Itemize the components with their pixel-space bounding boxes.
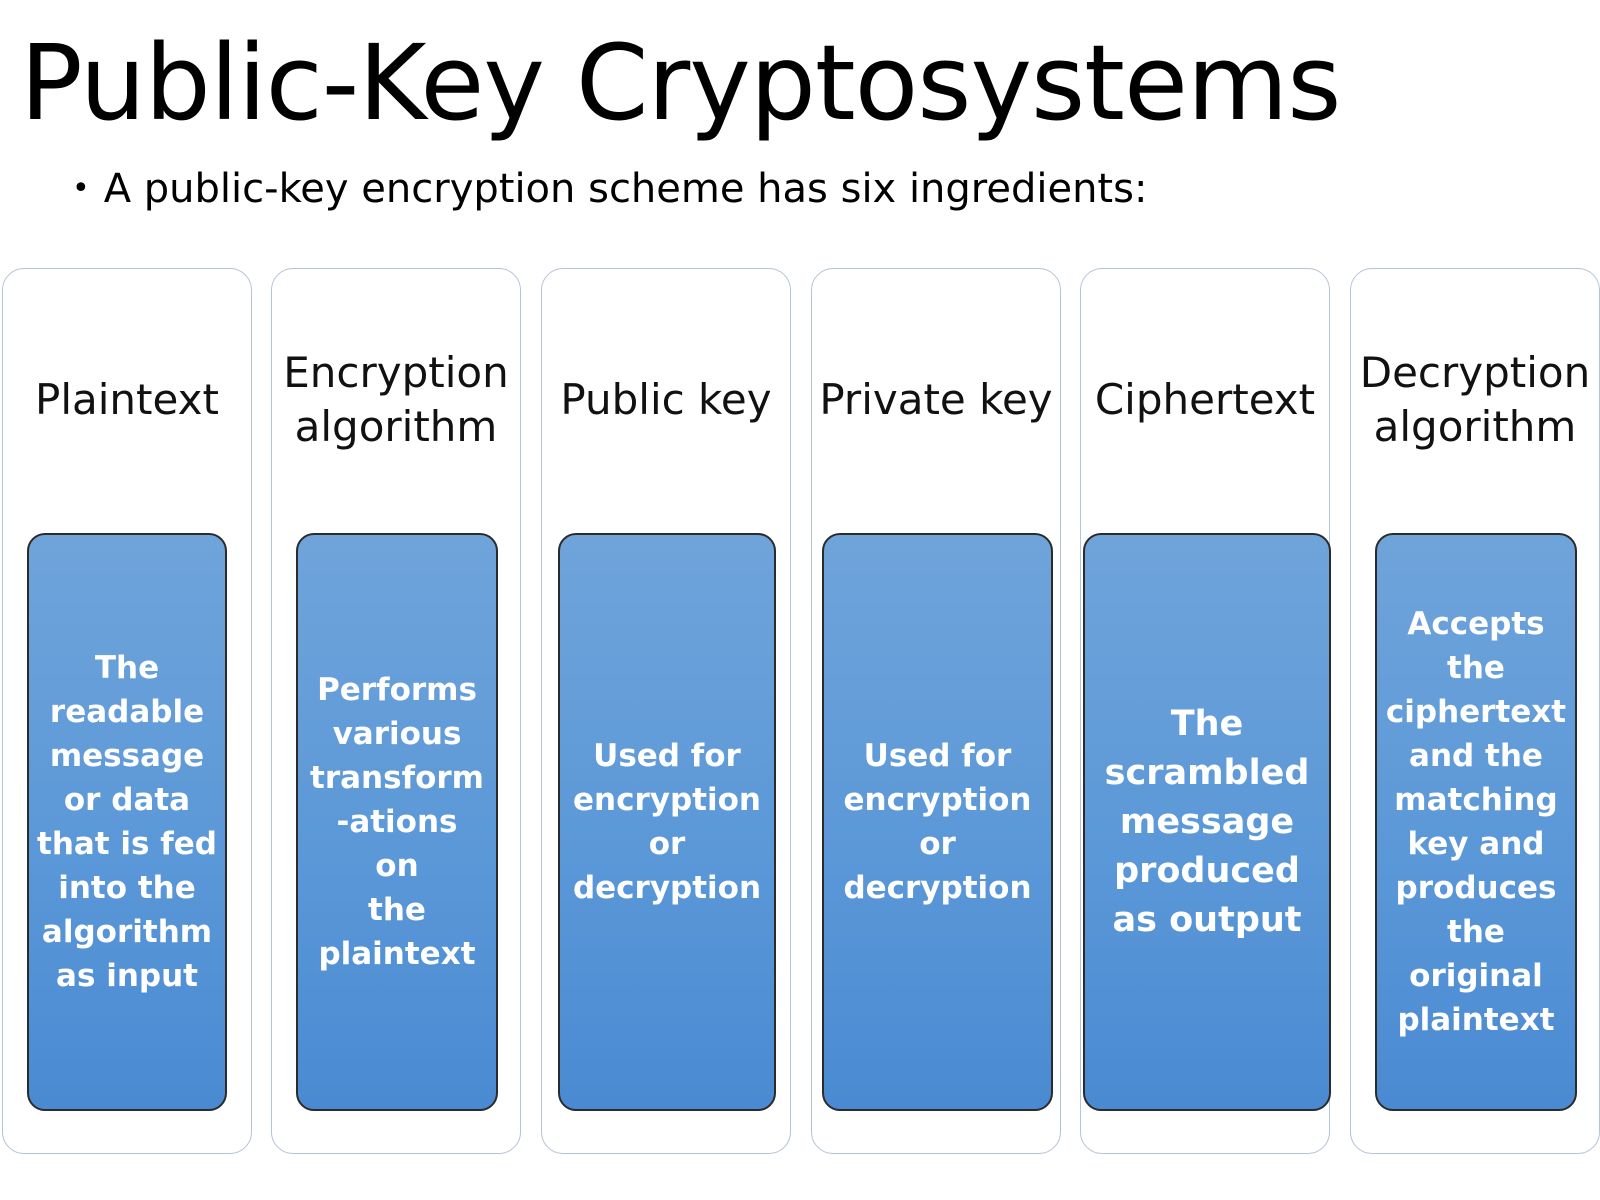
ingredient-description: The readable message or data that is fed… — [37, 650, 217, 994]
ingredient-column-private-key: Private key Used for encryption or decry… — [811, 268, 1061, 1154]
ingredient-description: Used for encryption or decryption — [572, 738, 762, 906]
slide-title: Public-Key Cryptosystems — [20, 22, 1341, 144]
ingredient-column-public-key: Public key Used for encryption or decryp… — [541, 268, 791, 1154]
ingredient-name: Ciphertext — [1094, 375, 1316, 424]
ingredient-description-box: Accepts the ciphertext and the matching … — [1375, 533, 1577, 1111]
ingredient-description-box: Used for encryption or decryption — [822, 533, 1053, 1111]
ingredient-column-ciphertext: Ciphertext The scrambled message produce… — [1080, 268, 1331, 1154]
ingredient-description-box: Performs various transform -ations on th… — [296, 533, 498, 1111]
ingredient-description-box: The readable message or data that is fed… — [27, 533, 227, 1111]
ingredient-description: The scrambled message produced as output — [1104, 703, 1310, 940]
ingredient-description: Performs various transform -ations on th… — [310, 672, 484, 972]
ingredient-description: Used for encryption or decryption — [843, 738, 1032, 906]
ingredient-name: Private key — [819, 375, 1053, 424]
ingredient-column-plaintext: Plaintext The readable message or data t… — [2, 268, 252, 1154]
ingredient-description: Accepts the ciphertext and the matching … — [1385, 606, 1567, 1038]
ingredient-description-box: Used for encryption or decryption — [558, 533, 776, 1111]
bullet-dot-icon: • — [72, 171, 90, 206]
ingredient-name: Public key — [560, 375, 772, 424]
ingredients-diagram: Plaintext The readable message or data t… — [2, 268, 1600, 1156]
ingredient-column-decryption-algorithm: Decryption algorithm Accepts the ciphert… — [1350, 268, 1600, 1154]
ingredient-name: Encryption algorithm — [283, 348, 509, 451]
ingredient-description-box: The scrambled message produced as output — [1083, 533, 1331, 1111]
ingredient-column-encryption-algorithm: Encryption algorithm Performs various tr… — [271, 268, 521, 1154]
bullet-text: A public-key encryption scheme has six i… — [103, 166, 1148, 212]
ingredient-name: Decryption algorithm — [1359, 348, 1591, 451]
bullet-point: • A public-key encryption scheme has six … — [72, 166, 1147, 212]
ingredient-name: Plaintext — [35, 375, 219, 424]
